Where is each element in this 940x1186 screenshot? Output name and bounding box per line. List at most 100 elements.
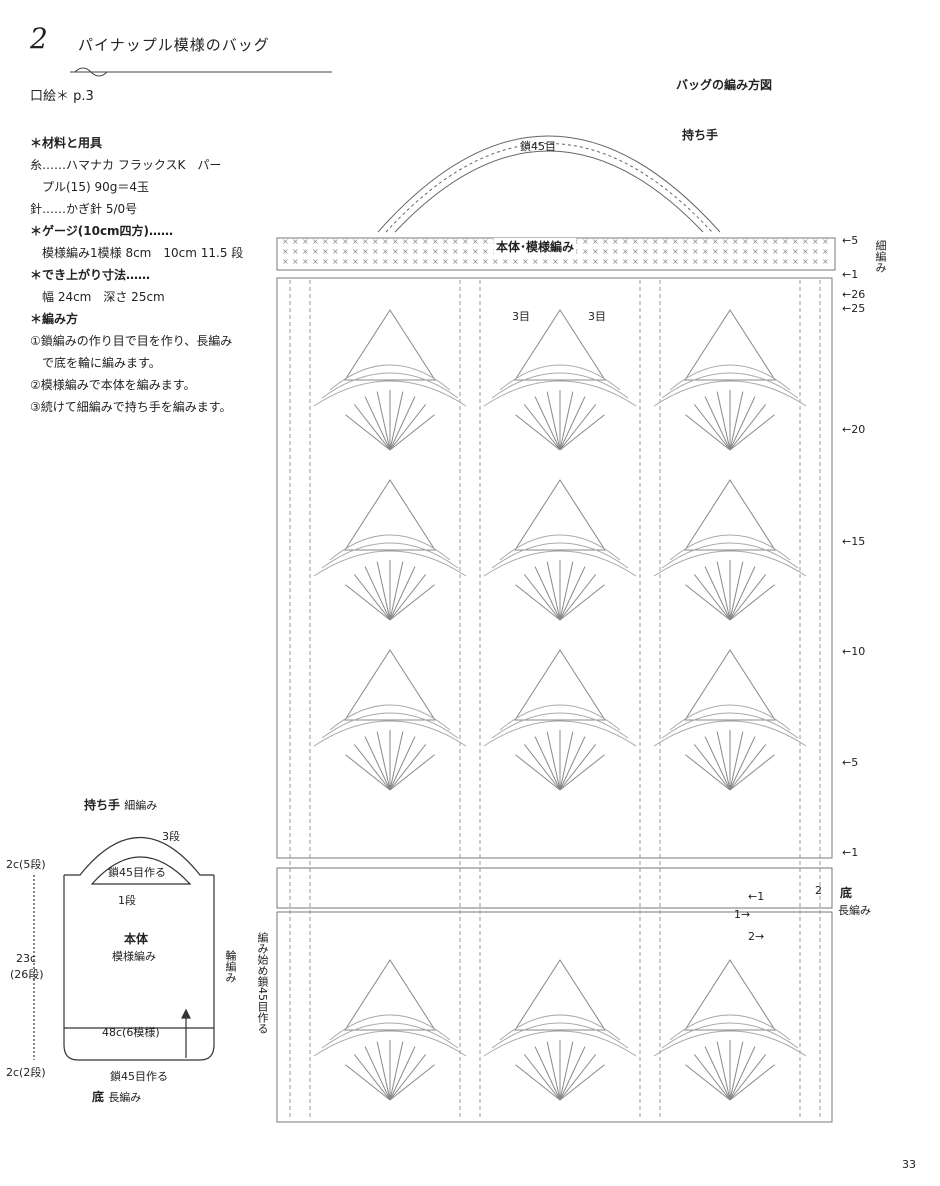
bag-schematic (33, 837, 215, 1061)
sc-stitch-mark: × (682, 247, 689, 256)
sc-stitch-mark: × (282, 247, 289, 256)
sc-stitch-mark: × (702, 257, 709, 266)
sc-stitch-mark: × (312, 237, 319, 246)
three-stitch-left: 3目 (512, 310, 530, 323)
pineapple-motif (653, 309, 807, 451)
size-heading: ＊でき上がり寸法…… (30, 268, 151, 282)
sc-stitch-mark: × (692, 247, 699, 256)
sc-stitch-mark: × (622, 237, 629, 246)
frontispiece-ref: 口絵＊ p.3 (30, 89, 94, 104)
sc-stitch-mark: × (302, 257, 309, 266)
method-heading: ＊編み方 (30, 312, 79, 326)
sc-stitch-mark: × (712, 237, 719, 246)
schematic-rows-3: 3段 (162, 830, 180, 843)
schematic-ring-label: 輪編み (224, 950, 237, 983)
sc-stitch-mark: × (782, 247, 789, 256)
sc-stitch-mark: × (532, 257, 539, 266)
sc-stitch-mark: × (712, 247, 719, 256)
sc-stitch-mark: × (612, 237, 619, 246)
sc-stitch-mark: × (662, 237, 669, 246)
handle-row-1: ←1 (842, 268, 859, 281)
schematic-top-dim: 2c(5段) (6, 858, 46, 871)
pineapple-motif (653, 959, 807, 1101)
sc-stitch-mark: × (412, 237, 419, 246)
sc-stitch-mark: × (732, 237, 739, 246)
sc-stitch-mark: × (392, 237, 399, 246)
pineapple-motif (653, 649, 807, 791)
sc-stitch-mark: × (672, 247, 679, 256)
gauge-value: 模様編み1模様 8cm 10cm 11.5 段 (42, 246, 244, 260)
start-label: 編み始め鎖45目作る (256, 932, 269, 1034)
sc-stitch-mark: × (362, 247, 369, 256)
schematic-body-label: 本体 (124, 932, 149, 946)
sc-stitch-mark: × (292, 237, 299, 246)
sc-stitch-mark: × (382, 237, 389, 246)
row-number-10: ←10 (842, 645, 866, 658)
sc-stitch-mark: × (772, 257, 779, 266)
sc-stitch-mark: × (662, 257, 669, 266)
sc-stitch-mark: × (692, 237, 699, 246)
sc-stitch-mark: × (592, 247, 599, 256)
sc-stitch-mark: × (592, 237, 599, 246)
sc-stitch-mark: × (752, 237, 759, 246)
sc-stitch-mark: × (372, 257, 379, 266)
bottom-row-label-1: ←1 (748, 890, 765, 903)
sc-stitch-mark: × (692, 257, 699, 266)
sc-stitch-mark: × (452, 237, 459, 246)
sc-stitch-mark: × (402, 257, 409, 266)
sc-stitch-mark: × (792, 257, 799, 266)
pattern-title: パイナップル模様のバッグ (78, 36, 270, 54)
sc-stitch-mark: × (762, 247, 769, 256)
sc-stitch-mark: × (762, 237, 769, 246)
sc-stitch-mark: × (742, 237, 749, 246)
sc-stitch-mark: × (332, 237, 339, 246)
sc-stitch-mark: × (482, 237, 489, 246)
schematic-width-label: 48c(6模様) (102, 1026, 160, 1039)
pineapple-motif (483, 479, 637, 621)
sc-stitch-mark: × (582, 257, 589, 266)
sc-stitch-mark: × (352, 237, 359, 246)
sc-stitch-mark: × (342, 237, 349, 246)
sc-stitch-mark: × (522, 257, 529, 266)
row-number-20: ←20 (842, 423, 866, 436)
bottom-stitch: 長編み (838, 904, 871, 917)
chart-outline (276, 237, 836, 1123)
sc-stitch-mark: × (422, 247, 429, 256)
sc-stitch-mark: × (752, 247, 759, 256)
sc-stitch-mark: × (472, 257, 479, 266)
sc-stitch-mark: × (612, 247, 619, 256)
sc-stitch-mark: × (702, 247, 709, 256)
sc-stitch-mark: × (792, 247, 799, 256)
sc-stitch-mark: × (592, 257, 599, 266)
sc-stitch-mark: × (712, 257, 719, 266)
sc-stitch-mark: × (482, 257, 489, 266)
page-number: 33 (902, 1158, 916, 1171)
sc-stitch-mark: × (742, 257, 749, 266)
pattern-number: 2 (30, 22, 48, 55)
sc-stitch-mark: × (372, 247, 379, 256)
sc-stitch-mark: × (722, 237, 729, 246)
schematic-body-pattern: 模様編み (112, 950, 156, 963)
sc-stitch-mark: × (612, 257, 619, 266)
sc-stitch-mark: × (702, 237, 709, 246)
step-1-line-1: ①鎖編みの作り目で目を作り、長編み (30, 334, 233, 348)
sc-stitch-mark: × (602, 237, 609, 246)
sc-stitch-mark: × (462, 257, 469, 266)
three-stitch-right: 3目 (588, 310, 606, 323)
sc-stitch-mark: × (762, 257, 769, 266)
sc-stitch-mark: × (812, 237, 819, 246)
step-1-line-2: で底を輪に編みます。 (42, 356, 161, 370)
pineapple-motif (313, 309, 467, 451)
sc-stitch-mark: × (432, 257, 439, 266)
bottom-row-label-2: 2 (815, 884, 822, 897)
sc-stitch-mark: × (292, 247, 299, 256)
sc-stitch-mark: × (392, 257, 399, 266)
sc-stitch-mark: × (402, 237, 409, 246)
materials-block: ＊材料と用具 糸……ハマナカ フラックスK パー プル(15) 90g＝4玉 針… (30, 132, 243, 418)
pineapple-motif (313, 479, 467, 621)
sc-stitch-mark: × (562, 257, 569, 266)
sc-stitch-mark: × (322, 247, 329, 256)
step-2: ②模様編みで本体を編みます。 (30, 378, 196, 392)
sc-stitch-mark: × (652, 237, 659, 246)
